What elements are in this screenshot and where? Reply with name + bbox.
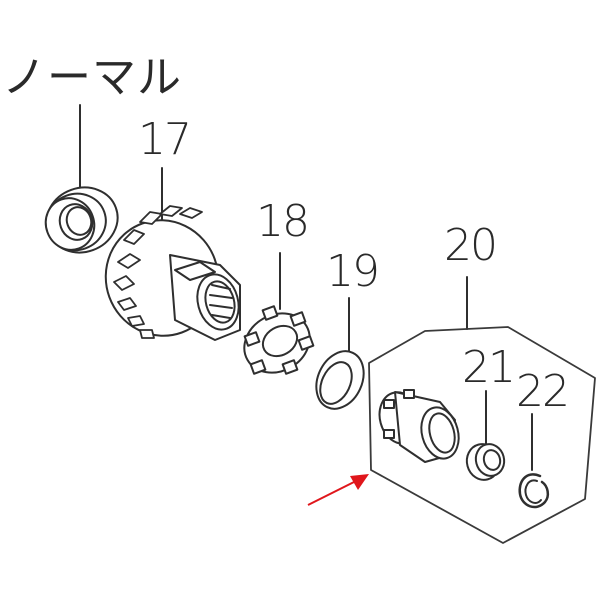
callout-arrow-icon — [307, 474, 369, 506]
washer-icon — [315, 350, 365, 410]
leader-lines — [79, 104, 533, 471]
clutch-hub-icon — [378, 389, 460, 463]
retaining-ring-icon — [518, 473, 550, 509]
assembly-boundary-polygon — [368, 326, 596, 544]
part-label-19: 19 — [326, 246, 380, 297]
oil-seal-icon — [44, 186, 119, 254]
gear-icon — [104, 205, 241, 341]
part-label-22: 22 — [516, 366, 570, 417]
part-label-18: 18 — [256, 196, 310, 247]
clutch-cam-icon — [243, 305, 315, 375]
part-label-17: 17 — [138, 114, 192, 165]
part-label-20: 20 — [444, 220, 498, 271]
part-label-21: 21 — [462, 342, 516, 393]
diagram-title: ノーマル — [2, 52, 182, 103]
bushing-icon — [465, 443, 506, 481]
